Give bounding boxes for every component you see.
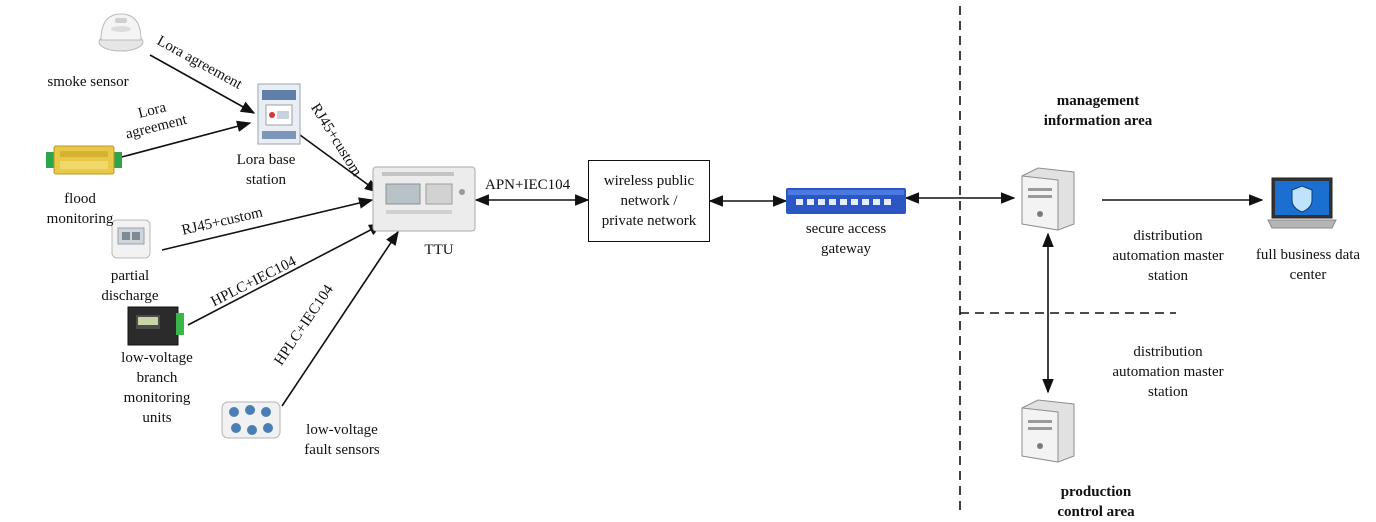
fault-sensors-label: low-voltage fault sensors (304, 422, 380, 458)
link-lora-to-ttu (299, 134, 380, 193)
ttu-device-icon (372, 166, 476, 232)
master-station-lower-label: distribution automation master station (1112, 344, 1224, 400)
link-smoke-to-lora (149, 54, 256, 114)
link-flood-to-lora (117, 120, 252, 159)
link-partial-to-ttu (161, 197, 374, 251)
server-upper-icon (1021, 167, 1075, 231)
wireless-network-box: wireless public network / private networ… (588, 160, 710, 242)
branch-monitoring-label: low-voltage branch monitoring units (121, 350, 193, 426)
server-lower-icon (1021, 399, 1075, 463)
link-branch-to-ttu (187, 223, 384, 326)
secure-gateway-icon (786, 188, 906, 214)
lora-base-station-label: Lora base station (236, 152, 296, 188)
flood-monitoring-label: flood monitoring (46, 191, 114, 227)
link-fault-to-ttu (281, 230, 399, 407)
data-center-monitor-icon (1267, 177, 1337, 229)
branch-monitoring-icon (127, 306, 184, 346)
master-station-upper-label: distribution automation master station (1112, 228, 1224, 284)
fault-sensor-icon (221, 401, 281, 439)
partial-discharge-icon (111, 219, 151, 259)
ttu-label: TTU (424, 242, 454, 258)
lora-base-station-icon (257, 83, 301, 145)
data-center-label: full business data center (1255, 247, 1361, 283)
flood-monitoring-icon (46, 145, 122, 175)
smoke-sensor-icon (98, 13, 144, 52)
partial-discharge-label: partial discharge (101, 268, 159, 304)
smoke-sensor-label: smoke sensor (47, 74, 129, 90)
management-area-label: management information area (1043, 93, 1153, 129)
production-area-label: production control area (1057, 484, 1135, 520)
secure-gateway-label: secure access gateway (805, 221, 887, 257)
link-label-ttu-network: APN+IEC104 (485, 177, 571, 193)
